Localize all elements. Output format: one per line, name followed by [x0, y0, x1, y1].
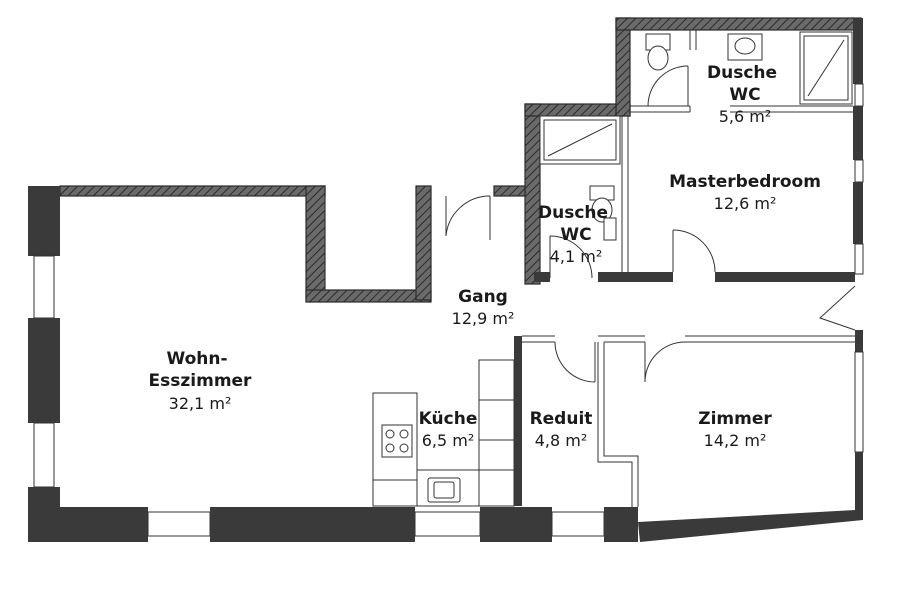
room-area-dusche-small: 4,1 m²: [550, 247, 603, 266]
wall-notch-right: [415, 185, 432, 301]
room-label-reduit: Reduit: [530, 409, 593, 429]
wall-notch-bottom: [305, 289, 432, 303]
window-right-4: [854, 351, 864, 453]
window-bottom-3: [551, 511, 605, 537]
wall-small-shower-left: [524, 103, 541, 285]
wall-notch-left: [305, 185, 326, 301]
wall-bottom-1: [28, 507, 148, 542]
wall-right-5: [855, 452, 863, 520]
door-small-shower: [549, 235, 593, 279]
room-label-wohn: Wohn- Esszimmer: [149, 349, 253, 391]
room-label-dusche-small: Dusche WC: [538, 203, 614, 245]
door-zimmer: [644, 341, 686, 383]
kitchen-sink-icon: [427, 477, 461, 503]
door-master-shower: [647, 65, 689, 107]
interior-walls: [372, 30, 855, 507]
wall-small-shower-bottom: [534, 272, 550, 282]
room-label-zimmer: Zimmer: [698, 409, 772, 429]
shower-tray-small-icon: [539, 115, 621, 165]
window-right-1: [854, 83, 864, 107]
room-area-wohn: 32,1 m²: [169, 394, 232, 413]
wall-bottom-3: [480, 507, 552, 542]
window-left-2: [33, 422, 55, 488]
room-label-kueche: Küche: [419, 409, 478, 429]
window-bottom-2: [414, 511, 481, 537]
room-labels: Wohn- Esszimmer 32,1 m² Küche 6,5 m² Red…: [149, 63, 821, 450]
wall-reduit-left: [514, 336, 522, 506]
door-balcony: [819, 285, 856, 331]
washbasin-master-icon: [727, 33, 763, 61]
room-area-dusche-master: 5,6 m²: [719, 107, 772, 126]
bathroom-fixtures: [539, 31, 853, 241]
toilet-small-icon: [589, 185, 615, 223]
wall-right-1: [853, 18, 863, 84]
room-area-zimmer: 14,2 m²: [704, 431, 767, 450]
wall-right-2: [853, 106, 863, 160]
exterior-walls: [28, 17, 864, 542]
room-area-gang: 12,9 m²: [452, 309, 515, 328]
wall-bottom-4: [604, 507, 638, 542]
wall-right-3: [853, 182, 863, 244]
toilet-master-icon: [645, 33, 671, 71]
wall-master-bottom-right: [715, 272, 855, 282]
wall-small-shower-top: [524, 103, 631, 117]
doors: [445, 65, 856, 383]
stove-icon: [381, 424, 413, 458]
wall-master-top: [615, 17, 862, 31]
wall-left-mid: [28, 318, 60, 423]
window-left-1: [33, 255, 55, 319]
room-area-reduit: 4,8 m²: [535, 431, 588, 450]
wall-bottom-zimmer: [638, 510, 863, 542]
washbasin-small-icon: [603, 217, 617, 241]
wall-left-upper: [28, 186, 60, 256]
window-right-2: [854, 159, 864, 183]
room-area-master: 12,6 m²: [714, 194, 777, 213]
room-label-dusche-master: Dusche WC: [707, 63, 783, 105]
wall-top-living: [59, 185, 326, 197]
door-reduit: [554, 341, 596, 383]
window-bottom-1: [147, 511, 211, 537]
room-area-kueche: 6,5 m²: [422, 431, 475, 450]
window-right-3: [854, 243, 864, 275]
wall-right-4: [855, 330, 863, 352]
kitchen-cabinets: [478, 359, 515, 507]
door-master: [672, 229, 716, 273]
room-label-master: Masterbedroom: [669, 172, 821, 192]
wall-master-bottom-left: [598, 272, 673, 282]
room-label-gang: Gang: [458, 287, 508, 307]
wall-master-left-upper: [615, 17, 631, 117]
door-entrance: [445, 195, 491, 237]
wall-bottom-2: [210, 507, 415, 542]
shower-tray-master-icon: [799, 31, 853, 105]
